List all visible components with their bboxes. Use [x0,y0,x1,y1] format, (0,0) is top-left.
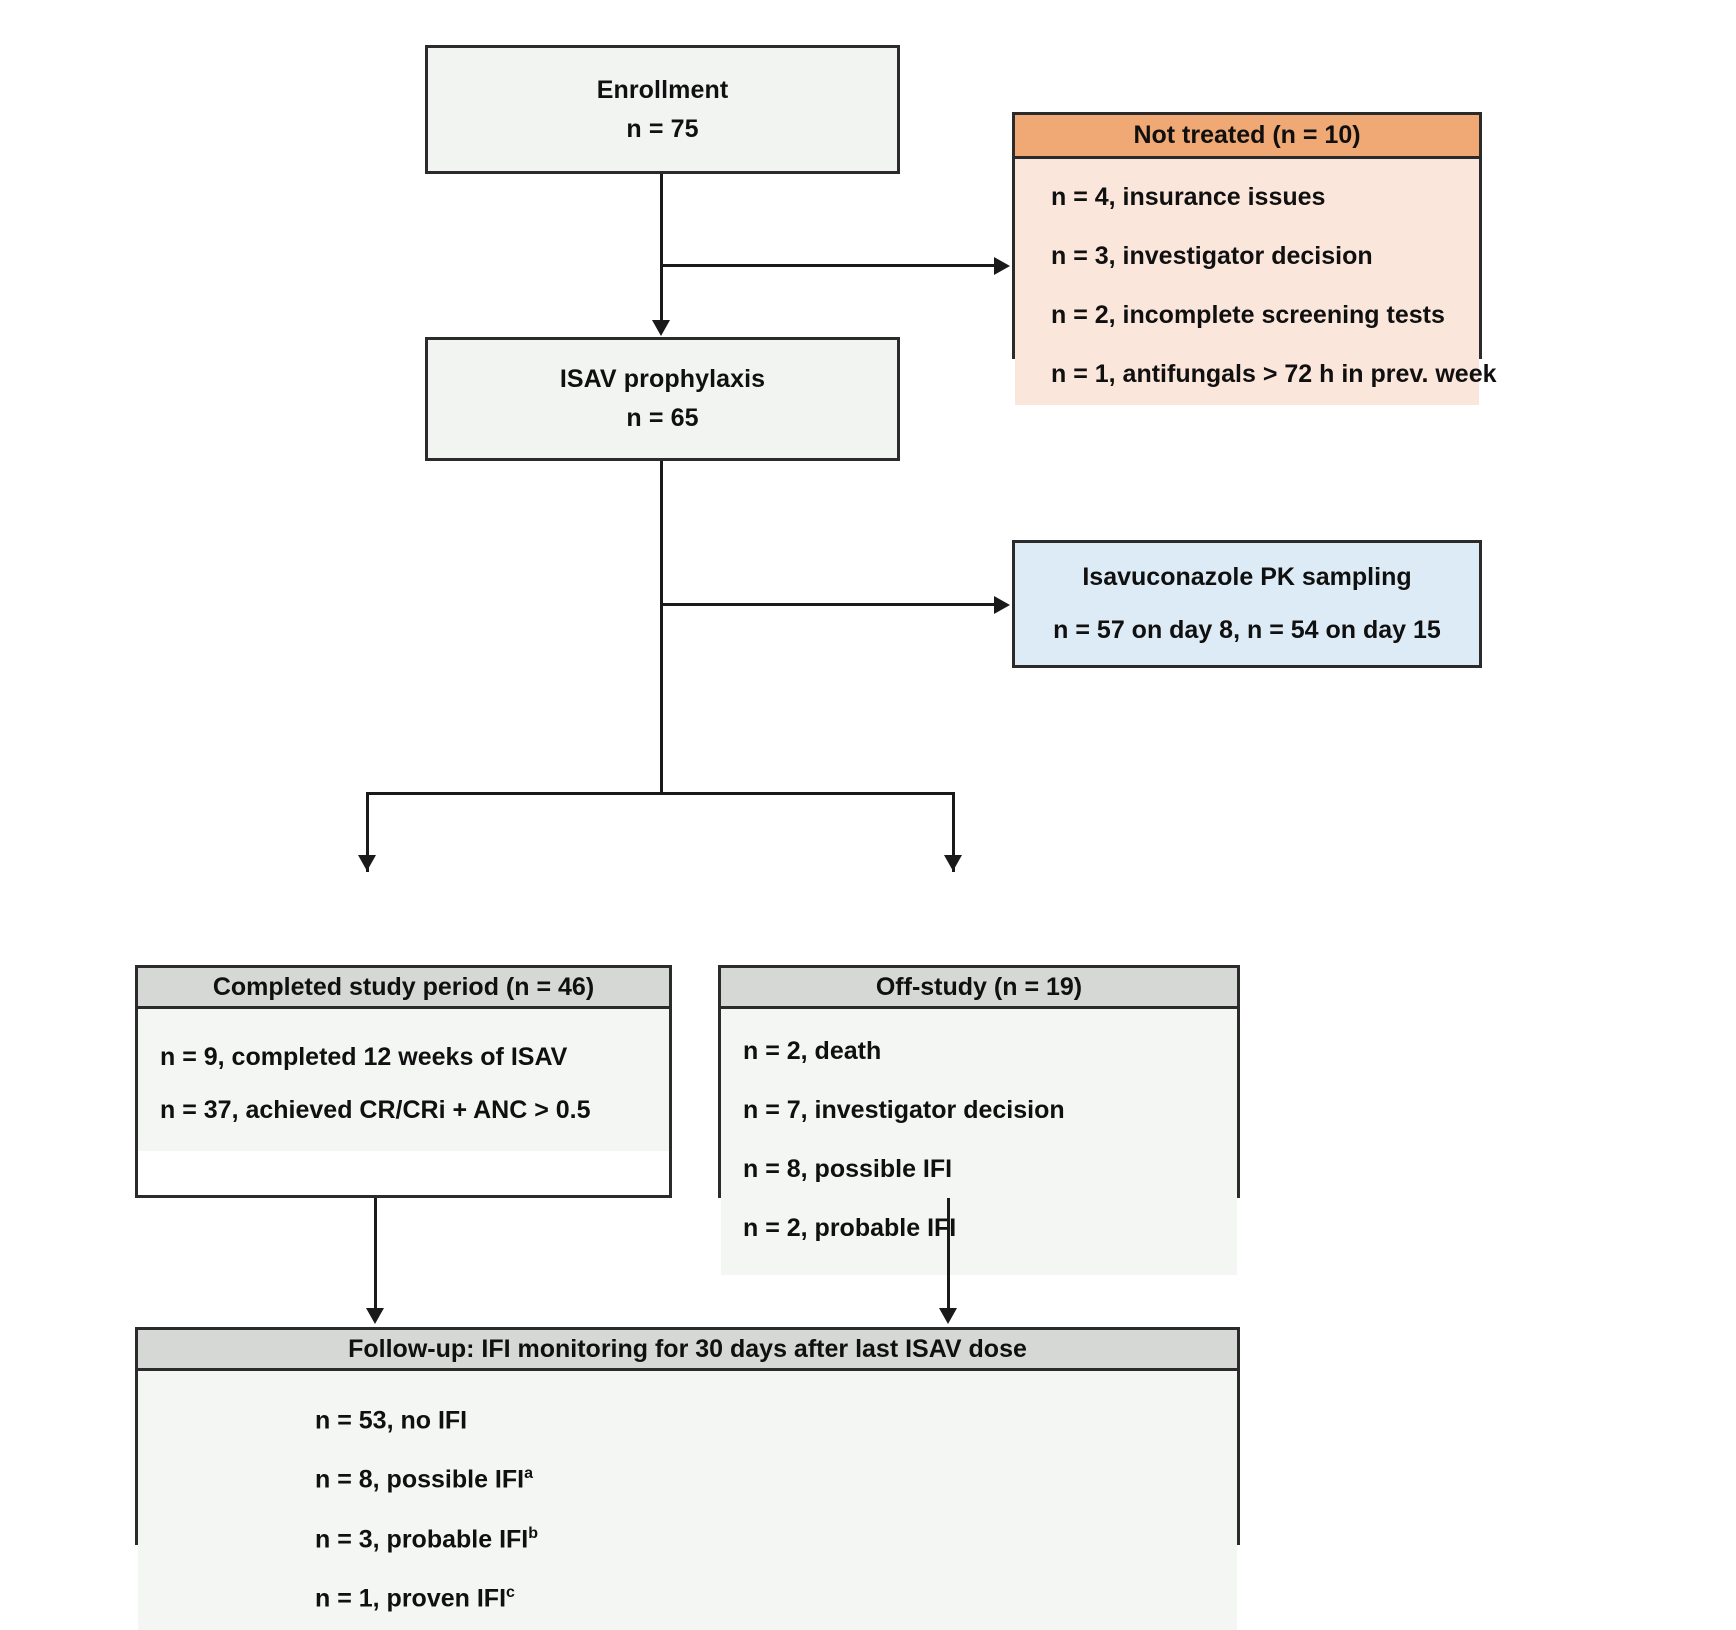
connector-enrollment-to-prophylaxis [660,174,663,321]
list-item: n = 8, possible IFIa [315,1466,1237,1492]
list-item: n = 2, probable IFI [743,1214,957,1242]
connector-split-bar [366,792,955,795]
list-item: n = 9, completed 12 weeks of ISAV [160,1043,568,1071]
list-item: n = 53, no IFI [315,1407,1237,1433]
list-item: n = 2, death [743,1037,882,1065]
prophylaxis-title: ISAV prophylaxis [559,365,766,394]
completed-study-header: Completed study period (n = 46) [138,968,669,1009]
completed-study-list: n = 9, completed 12 weeks of ISAV n = 37… [138,1009,669,1151]
list-item-text: n = 8, possible IFI [315,1465,525,1494]
arrowhead-completed-to-followup [366,1308,384,1324]
enrollment-title: Enrollment [596,75,729,104]
follow-up-header: Follow-up: IFI monitoring for 30 days af… [138,1330,1237,1371]
list-item: n = 1, antifungals > 72 h in prev. week [1051,360,1497,388]
not-treated-reason-list: n = 4, insurance issues n = 3, investiga… [1015,159,1497,405]
connector-completed-to-followup [374,1198,377,1309]
list-item: n = 2, incomplete screening tests [1051,301,1445,329]
footnote-marker: c [506,1583,515,1601]
connector-prophylaxis-stem [660,461,663,795]
arrowhead-to-off-study [944,855,962,871]
connector-offstudy-to-followup [947,1198,950,1309]
connector-split-right [952,792,955,872]
list-item-text: n = 1, proven IFI [315,1584,507,1613]
off-study-header: Off-study (n = 19) [721,968,1237,1009]
off-study-box: Off-study (n = 19) n = 2, death n = 7, i… [718,965,1240,1275]
arrowhead-to-prophylaxis [652,320,670,336]
connector-to-not-treated [660,264,994,267]
list-item: n = 7, investigator decision [743,1096,1065,1124]
enrollment-box: Enrollment n = 75 [425,45,900,174]
pk-sampling-title: Isavuconazole PK sampling [1082,563,1412,591]
enrollment-count: n = 75 [626,114,699,143]
not-treated-header: Not treated (n = 10) [1015,115,1479,159]
list-item-text: n = 53, no IFI [315,1406,468,1435]
arrowhead-to-completed [358,855,376,871]
completed-study-box: Completed study period (n = 46) n = 9, c… [135,965,672,1198]
arrowhead-to-pk-sampling [994,596,1010,614]
pk-sampling-detail: n = 57 on day 8, n = 54 on day 15 [1053,616,1441,644]
connector-to-pk-sampling [660,603,994,606]
follow-up-box: Follow-up: IFI monitoring for 30 days af… [135,1327,1240,1630]
list-item: n = 37, achieved CR/CRi + ANC > 0.5 [160,1096,591,1124]
list-item: n = 8, possible IFI [743,1155,953,1183]
list-item: n = 3, investigator decision [1051,242,1373,270]
prophylaxis-box: ISAV prophylaxis n = 65 [425,337,900,461]
not-treated-box: Not treated (n = 10) n = 4, insurance is… [1012,112,1497,405]
follow-up-list: n = 53, no IFI n = 8, possible IFIa n = … [138,1371,1237,1630]
list-item: n = 1, proven IFIc [315,1583,1237,1613]
arrowhead-offstudy-to-followup [939,1308,957,1324]
prophylaxis-count: n = 65 [626,404,699,432]
list-item: n = 4, insurance issues [1051,183,1326,211]
list-item: n = 3, probable IFIb [315,1524,1237,1553]
list-item-text: n = 3, probable IFI [315,1524,529,1553]
footnote-marker: a [524,1465,533,1483]
off-study-list: n = 2, death n = 7, investigator decisio… [721,1009,1237,1275]
pk-sampling-box: Isavuconazole PK sampling n = 57 on day … [1012,540,1482,668]
footnote-marker: b [528,1524,539,1542]
connector-split-left [366,792,369,872]
arrowhead-to-not-treated [994,257,1010,275]
